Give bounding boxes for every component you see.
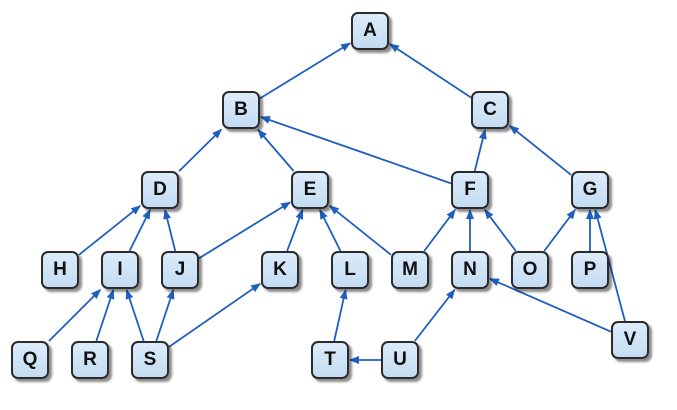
edge-e-to-b xyxy=(257,128,295,172)
node-a: A xyxy=(351,12,389,50)
node-v: V xyxy=(611,321,649,359)
node-r: R xyxy=(71,341,109,379)
edge-i-to-d xyxy=(128,208,151,252)
edge-j-to-e xyxy=(198,201,292,260)
node-u: U xyxy=(381,341,419,379)
edge-m-to-f xyxy=(423,209,456,252)
node-o: O xyxy=(511,251,549,289)
node-l: L xyxy=(331,251,369,289)
edge-c-to-a xyxy=(388,43,472,99)
edge-v-to-g xyxy=(593,208,626,322)
node-k: K xyxy=(261,251,299,289)
edge-s-to-k xyxy=(168,282,261,348)
node-f: F xyxy=(451,171,489,209)
node-i: I xyxy=(101,251,139,289)
node-d: D xyxy=(141,171,179,209)
node-h: H xyxy=(41,251,79,289)
edge-q-to-i xyxy=(48,288,101,342)
node-c: C xyxy=(471,91,509,129)
node-e: E xyxy=(291,171,329,209)
edge-u-to-n xyxy=(414,288,456,342)
node-q: Q xyxy=(11,341,49,379)
edge-h-to-d xyxy=(78,205,142,256)
edge-f-to-c xyxy=(473,128,487,172)
edge-o-to-f xyxy=(484,209,517,252)
edge-j-to-d xyxy=(163,208,177,252)
node-b: B xyxy=(222,91,260,129)
edge-s-to-i xyxy=(125,288,145,342)
edge-s-to-j xyxy=(155,288,175,342)
edge-f-to-b xyxy=(260,116,452,185)
node-p: P xyxy=(571,251,609,289)
node-m: M xyxy=(391,251,429,289)
edge-d-to-b xyxy=(178,128,222,172)
edge-m-to-e xyxy=(329,205,392,256)
node-g: G xyxy=(571,171,609,209)
edge-k-to-e xyxy=(286,208,304,252)
edge-g-to-c xyxy=(509,125,572,176)
edge-b-to-a xyxy=(259,42,352,100)
node-n: N xyxy=(451,251,489,289)
node-t: T xyxy=(311,341,349,379)
edge-o-to-g xyxy=(543,209,576,252)
edge-v-to-n xyxy=(489,277,612,333)
edge-r-to-i xyxy=(95,288,115,342)
node-s: S xyxy=(131,341,169,379)
edge-l-to-e xyxy=(319,208,342,252)
node-j: J xyxy=(161,251,199,289)
edge-t-to-l xyxy=(333,289,348,342)
